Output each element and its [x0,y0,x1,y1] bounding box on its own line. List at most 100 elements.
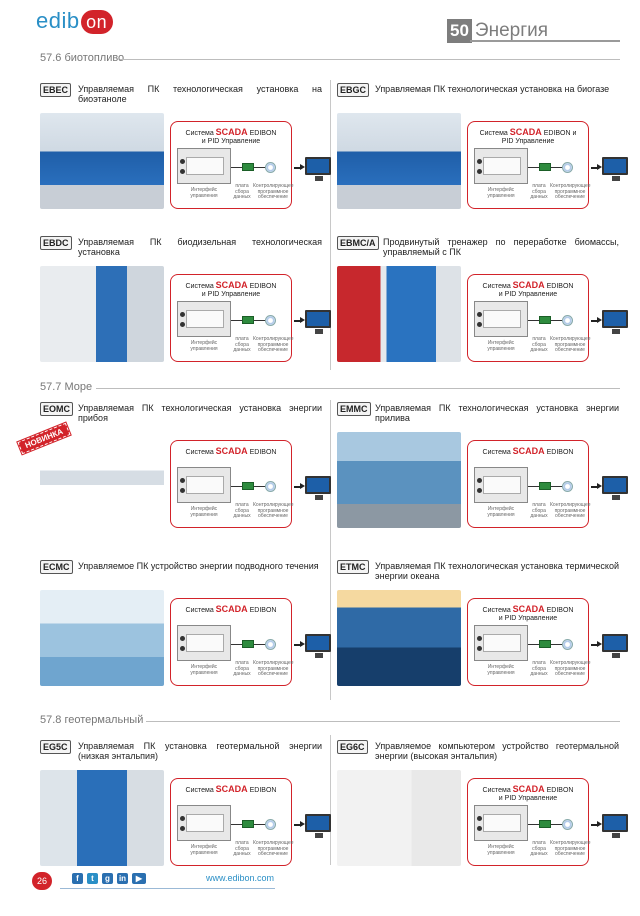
product-photo [40,770,164,866]
cable [231,320,243,321]
scada-system-box: Система SCADA EDIBON Интерфейс управлени… [170,598,294,686]
scada-title: Система SCADA EDIBON [185,446,277,457]
software-cd-icon [562,162,573,173]
software-label: Контролирующее программное обеспечение [550,183,591,200]
product-block: EG5C Управляемая ПК установка геотермаль… [40,740,331,880]
data-acquisition-card-icon [242,163,254,171]
data-acquisition-card-icon [242,482,254,490]
data-acquisition-card-icon [539,820,551,828]
interface-label: Интерфейс управления [190,844,218,856]
software-label: Контролирующее программное обеспечение [253,840,294,857]
cable [528,167,540,168]
scada-title: Система SCADA EDIBON и PID Управление [185,280,277,299]
monitor-icon [602,157,628,181]
monitor-icon [602,634,628,658]
software-cd-icon [562,639,573,650]
software-cd-icon [265,315,276,326]
cable [254,644,266,645]
scada-title: Система SCADA EDIBON и PID Управление [482,784,574,803]
control-interface-unit [474,805,528,841]
product-title: Управляемое компьютером устройство геоте… [375,741,619,761]
card-label: плата сбора данных [233,336,251,353]
control-interface-unit [177,625,231,661]
product-title: Управляемая ПК установка геотермальной э… [78,741,322,761]
scada-system-box: Система SCADA EDIBON и PID Управление Ин… [467,598,591,686]
scada-system-box: Система SCADA EDIBON и PID Управление Ин… [467,121,591,209]
control-interface-unit [177,467,231,503]
section-rule [146,721,620,722]
footer-url[interactable]: www.edibon.com [206,873,275,883]
youtube-icon[interactable]: ▶ [132,873,146,884]
header-rule [470,40,620,42]
monitor-icon [305,310,331,334]
control-interface-unit [177,301,231,337]
software-label: Контролирующее программное обеспечение [550,840,591,857]
product-code: EBMC/A [337,236,379,250]
arrow-icon [591,641,602,647]
product-photo [337,432,461,528]
product-code: EMMC [337,402,371,416]
product-code: ETMC [337,560,369,574]
product-photo [40,266,164,362]
arrow-icon [591,483,602,489]
interface-label: Интерфейс управления [487,187,515,199]
google-plus-icon[interactable]: g [102,873,113,884]
monitor-icon [305,634,331,658]
section-rule [96,388,620,389]
monitor-icon [602,476,628,500]
card-label: плата сбора данных [233,660,251,677]
product-block: EBEC Управляемая ПК технологическая уста… [40,83,331,223]
cable [551,644,563,645]
product-block: EOMC Управляемая ПК технологическая уста… [40,402,331,542]
data-acquisition-card-icon [242,820,254,828]
interface-label: Интерфейс управления [487,340,515,352]
data-acquisition-card-icon [539,316,551,324]
cable [254,167,266,168]
chapter-header: 50 Энергия [447,18,548,44]
arrow-icon [294,317,305,323]
data-acquisition-card-icon [539,640,551,648]
cable [254,486,266,487]
monitor-icon [305,157,331,181]
cable [231,644,243,645]
column-divider [330,80,331,370]
card-label: плата сбора данных [530,840,548,857]
product-code: EBDC [40,236,72,250]
product-photo [40,432,164,528]
software-cd-icon [265,639,276,650]
section-title-biofuel: 57.6 биотопливо [40,52,125,64]
cable [551,486,563,487]
interface-label: Интерфейс управления [190,187,218,199]
product-title: Управляемая ПК биодизельная технологичес… [78,237,322,257]
scada-system-box: Система SCADA EDIBON и PID Управление Ин… [170,121,294,209]
interface-label: Интерфейс управления [190,340,218,352]
card-label: плата сбора данных [530,660,548,677]
monitor-icon [305,814,331,838]
scada-title: Система SCADA EDIBON и PID Управление [482,604,574,623]
linkedin-icon[interactable]: in [117,873,128,884]
product-block: EBGC Управляемая ПК технологическая уста… [337,83,628,223]
product-title: Управляемая ПК технологическая установка… [78,403,322,423]
software-cd-icon [265,162,276,173]
card-label: плата сбора данных [530,336,548,353]
section-title-geothermal: 57.8 геотермальный [40,714,144,726]
twitter-icon[interactable]: t [87,873,98,884]
arrow-icon [294,821,305,827]
cable [231,824,243,825]
chapter-title: Энергия [474,20,549,41]
cable [231,167,243,168]
software-label: Контролирующее программное обеспечение [253,336,294,353]
interface-label: Интерфейс управления [190,506,218,518]
cable [254,824,266,825]
footer-rule [60,888,275,889]
cable [551,167,563,168]
product-block: ECMC Управляемое ПК устройство энергии п… [40,560,331,700]
product-photo [337,590,461,686]
scada-system-box: Система SCADA EDIBON Интерфейс управлени… [170,778,294,866]
product-block: EG6C Управляемое компьютером устройство … [337,740,628,880]
product-photo [337,113,461,209]
arrow-icon [294,641,305,647]
scada-title: Система SCADA EDIBON и PID Управление [479,127,577,146]
facebook-icon[interactable]: f [72,873,83,884]
control-interface-unit [474,467,528,503]
